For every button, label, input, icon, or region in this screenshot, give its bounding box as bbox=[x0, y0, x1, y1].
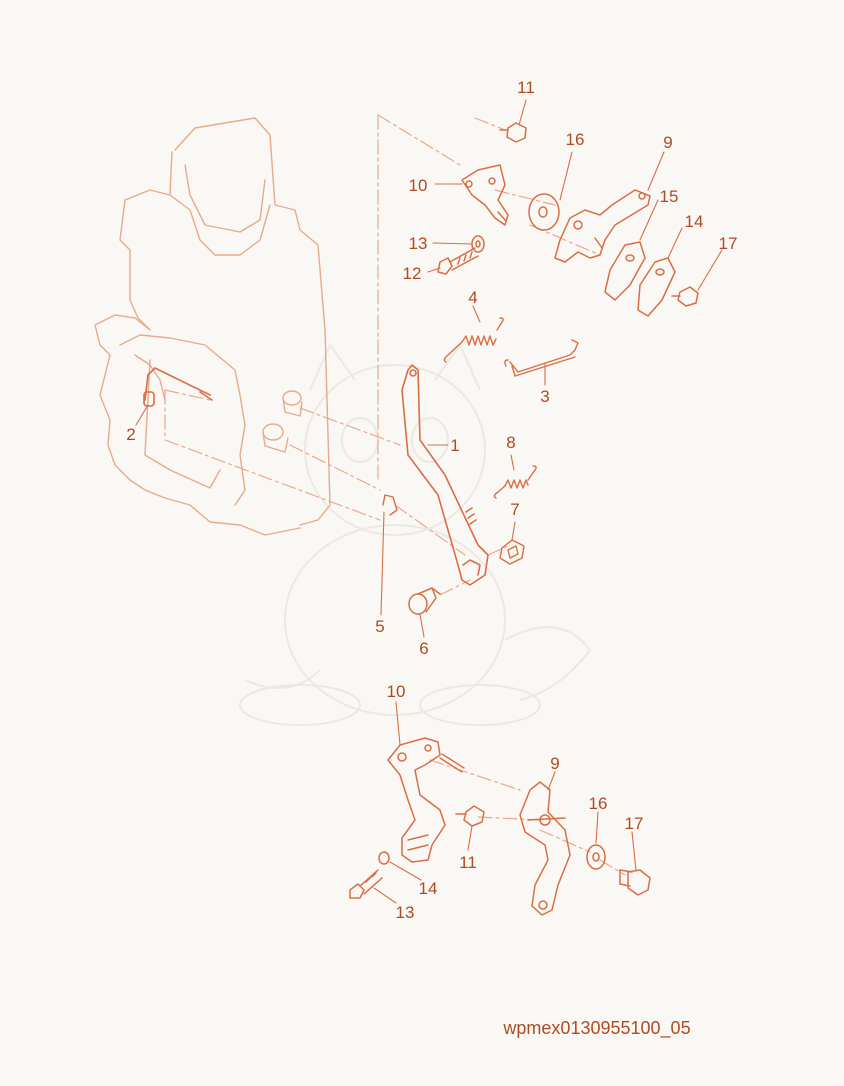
callout-9-bottom: 9 bbox=[550, 754, 559, 773]
part-9-top-lever bbox=[554, 189, 651, 263]
part-13-lower-bolt bbox=[349, 869, 383, 899]
callout-13-top: 13 bbox=[409, 234, 428, 253]
callout-2: 2 bbox=[126, 425, 135, 444]
part-9-lower-lever bbox=[519, 781, 571, 916]
part-16-lower-washer bbox=[586, 844, 606, 870]
part-16-top-washer bbox=[528, 193, 560, 231]
part-14-top-plate bbox=[637, 257, 676, 317]
part-10-lower-bracket bbox=[387, 737, 465, 863]
callout-14-top: 14 bbox=[685, 212, 704, 231]
part-3-wire-link bbox=[504, 339, 579, 377]
callout-12: 12 bbox=[403, 264, 422, 283]
callout-4: 4 bbox=[468, 288, 477, 307]
callout-16-bottom: 16 bbox=[589, 794, 608, 813]
callout-15: 15 bbox=[660, 187, 679, 206]
callout-labels: 11 16 9 10 15 14 17 13 12 4 3 1 2 8 7 5 … bbox=[126, 78, 737, 922]
callout-10-top: 10 bbox=[409, 176, 428, 195]
part-4-spring bbox=[443, 317, 504, 363]
part-12-bolt bbox=[437, 247, 479, 275]
callout-3: 3 bbox=[540, 387, 549, 406]
part-8-spring bbox=[493, 465, 537, 499]
image-code: wpmex0130955100_05 bbox=[502, 1018, 690, 1039]
part-11-lower-bolt bbox=[455, 805, 485, 827]
callout-17-bottom: 17 bbox=[625, 814, 644, 833]
callout-11-bottom: 11 bbox=[459, 853, 477, 872]
callout-leaders bbox=[135, 99, 723, 904]
callout-1: 1 bbox=[450, 436, 459, 455]
callout-11-top: 11 bbox=[517, 78, 535, 97]
part-5-clip bbox=[382, 494, 398, 516]
callout-16-top: 16 bbox=[566, 130, 585, 149]
part-11-top-bolt bbox=[499, 122, 527, 143]
callout-13-bottom: 13 bbox=[396, 903, 415, 922]
callout-7: 7 bbox=[510, 500, 519, 519]
callout-10-bottom: 10 bbox=[387, 682, 406, 701]
callout-5: 5 bbox=[375, 617, 384, 636]
callout-14-bottom: 14 bbox=[419, 879, 438, 898]
part-14-lower-washer bbox=[378, 851, 390, 865]
engine-block bbox=[94, 117, 331, 536]
part-17-lower-bolt bbox=[619, 869, 651, 896]
part-2-link-rod bbox=[143, 367, 213, 407]
callout-6: 6 bbox=[419, 639, 428, 658]
part-15-plate bbox=[604, 241, 646, 301]
watermark-mascot bbox=[239, 342, 592, 726]
part-1-governor-lever bbox=[401, 364, 489, 586]
callout-17-top: 17 bbox=[719, 234, 738, 253]
part-6-bolt bbox=[408, 587, 441, 615]
part-17-top-bolt bbox=[671, 286, 699, 307]
part-10-upper-bracket bbox=[461, 164, 509, 226]
callout-8: 8 bbox=[506, 433, 515, 452]
callout-9-top: 9 bbox=[663, 133, 672, 152]
